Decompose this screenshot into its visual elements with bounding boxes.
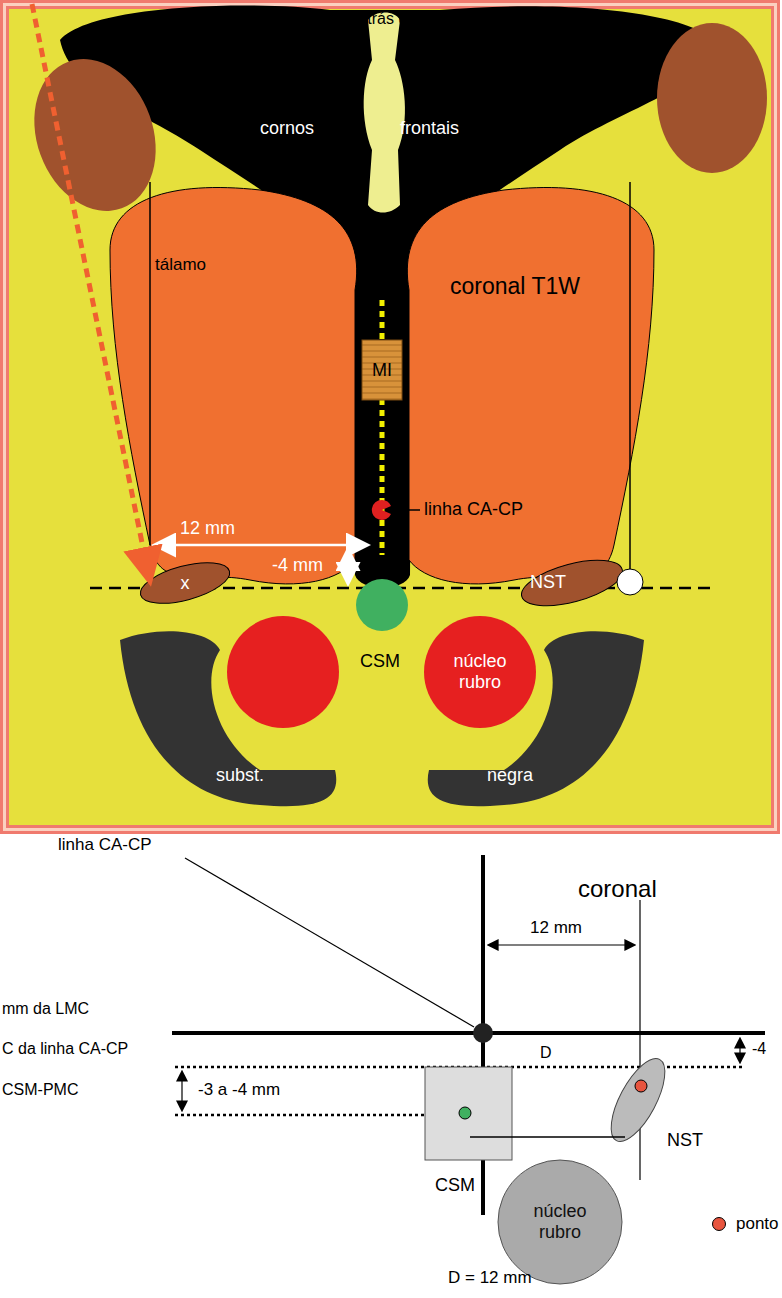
mi-box: MI xyxy=(362,340,402,400)
label-text: mm da LMC xyxy=(2,1000,89,1018)
label-text: -4 mm xyxy=(272,555,323,576)
node-text: CSM xyxy=(435,1175,475,1196)
substantia-nigra: subst. xyxy=(190,760,290,790)
label-text: D = 12 mm xyxy=(448,1268,532,1288)
red-nucleus: núcleo rubro xyxy=(498,1160,622,1284)
node-text: CSM xyxy=(360,651,400,672)
node-text: núcleo rubro xyxy=(520,1201,600,1242)
node-text: tálamo xyxy=(155,255,206,275)
substantia-nigra: negra xyxy=(460,760,560,790)
legend-text: ponto xyxy=(736,1214,779,1234)
csm-circle: CSM xyxy=(356,579,408,631)
label-text: 12 mm xyxy=(530,918,582,938)
label-text: 12 mm xyxy=(180,518,235,539)
label-text: D xyxy=(540,1044,552,1062)
node-text: NST xyxy=(667,1130,703,1151)
nst-ellipse: NST xyxy=(520,565,624,601)
legend-row: ponto xyxy=(712,1214,779,1234)
csm-box: CSM xyxy=(425,1067,512,1160)
label-text: linha CA-CP xyxy=(424,499,523,520)
label-text: linha CA-CP xyxy=(56,835,154,855)
label-text: CSM-PMC xyxy=(2,1081,78,1099)
label-text: -3 a -4 mm xyxy=(196,1080,282,1100)
ventricle-shape: cornos frontais xyxy=(55,0,725,590)
node-text: frontais xyxy=(400,118,459,139)
node-text: negra xyxy=(487,765,533,786)
legend-swatch xyxy=(712,1217,726,1231)
x-ellipse: x xyxy=(140,565,230,601)
label-text: C da linha CA-CP xyxy=(2,1040,128,1058)
red-nucleus: núcleo rubro xyxy=(424,616,536,728)
node-text: NST xyxy=(530,572,566,593)
label-text: -4 xyxy=(752,1040,766,1058)
thalamus-shape: coronal T1W xyxy=(410,185,690,590)
node-text: cornos xyxy=(260,118,314,139)
node-text: subst. xyxy=(216,765,264,786)
label-text: coronal xyxy=(578,875,657,903)
node-text: x xyxy=(181,573,190,594)
label-text: 3 mm atrás do PMC xyxy=(314,10,456,28)
nst-ellipse: NST xyxy=(615,1052,661,1148)
node-text: MI xyxy=(372,360,392,381)
node-text: coronal T1W xyxy=(450,273,580,299)
node-text: núcleo rubro xyxy=(440,651,520,692)
